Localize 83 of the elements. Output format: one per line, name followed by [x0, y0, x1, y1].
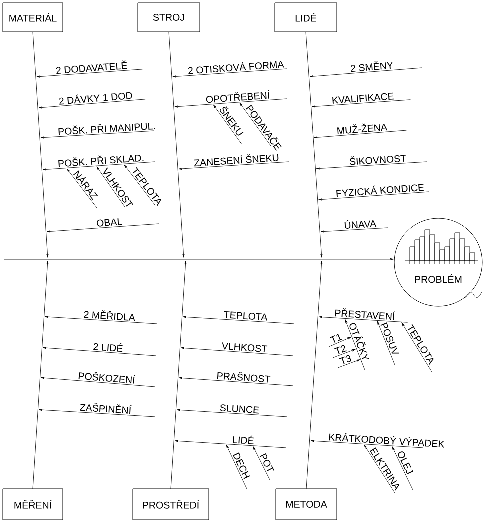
cause-arrow [316, 162, 428, 170]
cause-label: 2 MĚŘIDLA [84, 310, 136, 322]
cause-arrow [96, 166, 126, 208]
cause-label: 2 LIDÉ [94, 343, 123, 352]
cause-label: OPOTŘEBENÍ [206, 90, 270, 104]
cause-arrow [253, 446, 270, 480]
subcause-label: OLEJ [398, 452, 414, 474]
cause-arrow [392, 446, 414, 490]
category-box: PROSTŘEDÍ [132, 488, 210, 520]
cause-arrow [312, 100, 411, 108]
cause-arrow [178, 162, 290, 170]
cause-arrow [67, 168, 98, 208]
cause-label: MUŽ-ŽENA [337, 124, 388, 134]
subcause-label: T2 [334, 345, 347, 354]
category-box: MATERIÁL [2, 2, 64, 32]
cause-arrow [226, 444, 248, 490]
cause-label: OBAL [96, 218, 123, 227]
cause-arrow [345, 319, 366, 370]
cause-label: ÚNAVA [344, 220, 377, 229]
cause-label: 2 OTISKOVÁ FORMA [188, 61, 284, 74]
category-box: LIDÉ [274, 2, 338, 32]
category-box: MĚŘENÍ [2, 488, 64, 520]
cause-label: PŘESTAVENÍ [335, 308, 396, 320]
cause-arrow [319, 316, 408, 323]
cause-label: ZANESENÍ ŠNEKU [194, 154, 279, 167]
spine-arrow [4, 258, 394, 260]
cause-arrow [36, 69, 143, 78]
bone-arrow [32, 261, 49, 490]
cause-arrow [41, 377, 156, 388]
cause-arrow [377, 321, 396, 366]
cause-arrow [45, 316, 158, 324]
cause-arrow [181, 347, 294, 356]
category-box: METODA [276, 488, 338, 520]
cause-arrow [46, 224, 160, 233]
cause-label: ZAŠPINĚNÍ [80, 403, 132, 414]
cause-arrow [240, 102, 272, 146]
category-box: STROJ [138, 2, 200, 32]
cause-label: LIDÉ [233, 436, 254, 445]
cause-label: POŠKOZENÍ [78, 372, 136, 384]
subcause-label: T1 [330, 334, 343, 343]
cause-arrow [172, 68, 288, 78]
cause-arrow [179, 377, 294, 386]
bone-arrow [168, 32, 185, 258]
cause-arrow [310, 440, 424, 448]
bone-arrow [32, 32, 49, 258]
cause-arrow [328, 337, 352, 348]
subcause-label: POT [260, 453, 274, 472]
cause-label: FYZICKÁ KONDICE [336, 184, 424, 198]
bone-arrow [170, 261, 187, 490]
cause-arrow [38, 409, 156, 418]
cause-arrow [364, 444, 396, 494]
subcause-label: T3 [339, 355, 352, 364]
cause-arrow [320, 228, 388, 233]
cause-arrow [174, 440, 286, 448]
cause-arrow [124, 164, 156, 206]
cause-label: ŠIKOVNOST [350, 155, 406, 166]
cause-label: SLUNCE [220, 404, 260, 414]
bone-arrow [306, 261, 323, 490]
cause-label: PRAŠNOST [217, 372, 271, 383]
cause-label: POŠK. PŘI SKLAD. [58, 154, 144, 168]
cause-label: TEPLOTA [224, 311, 268, 321]
cause-label: VLHKOST [222, 342, 268, 352]
cause-label: KVALIFIKACE [332, 92, 394, 104]
cause-arrow [338, 360, 360, 368]
cause-arrow [213, 104, 242, 145]
cause-label: POŠK. PŘI MANIPUL. [58, 123, 156, 136]
cause-arrow [310, 68, 422, 78]
cause-arrow [318, 192, 430, 201]
cause-arrow [314, 130, 407, 139]
cause-arrow [183, 316, 294, 324]
bone-arrow [306, 32, 323, 258]
cause-arrow [332, 349, 356, 358]
cause-arrow [174, 98, 288, 108]
cause-label: 2 SMĚNY [350, 61, 393, 72]
cause-arrow [176, 409, 288, 418]
cause-arrow [43, 347, 156, 356]
cause-arrow [402, 322, 432, 372]
cause-label: 2 DODAVATELĚ [56, 60, 128, 74]
cause-arrow [42, 162, 156, 171]
cause-arrow [38, 99, 146, 109]
cause-label: KRÁTKODOBÝ VÝPADEK [329, 433, 444, 448]
cause-arrow [40, 130, 154, 139]
cause-label: 2 DÁVKY 1 DOD [59, 92, 132, 105]
